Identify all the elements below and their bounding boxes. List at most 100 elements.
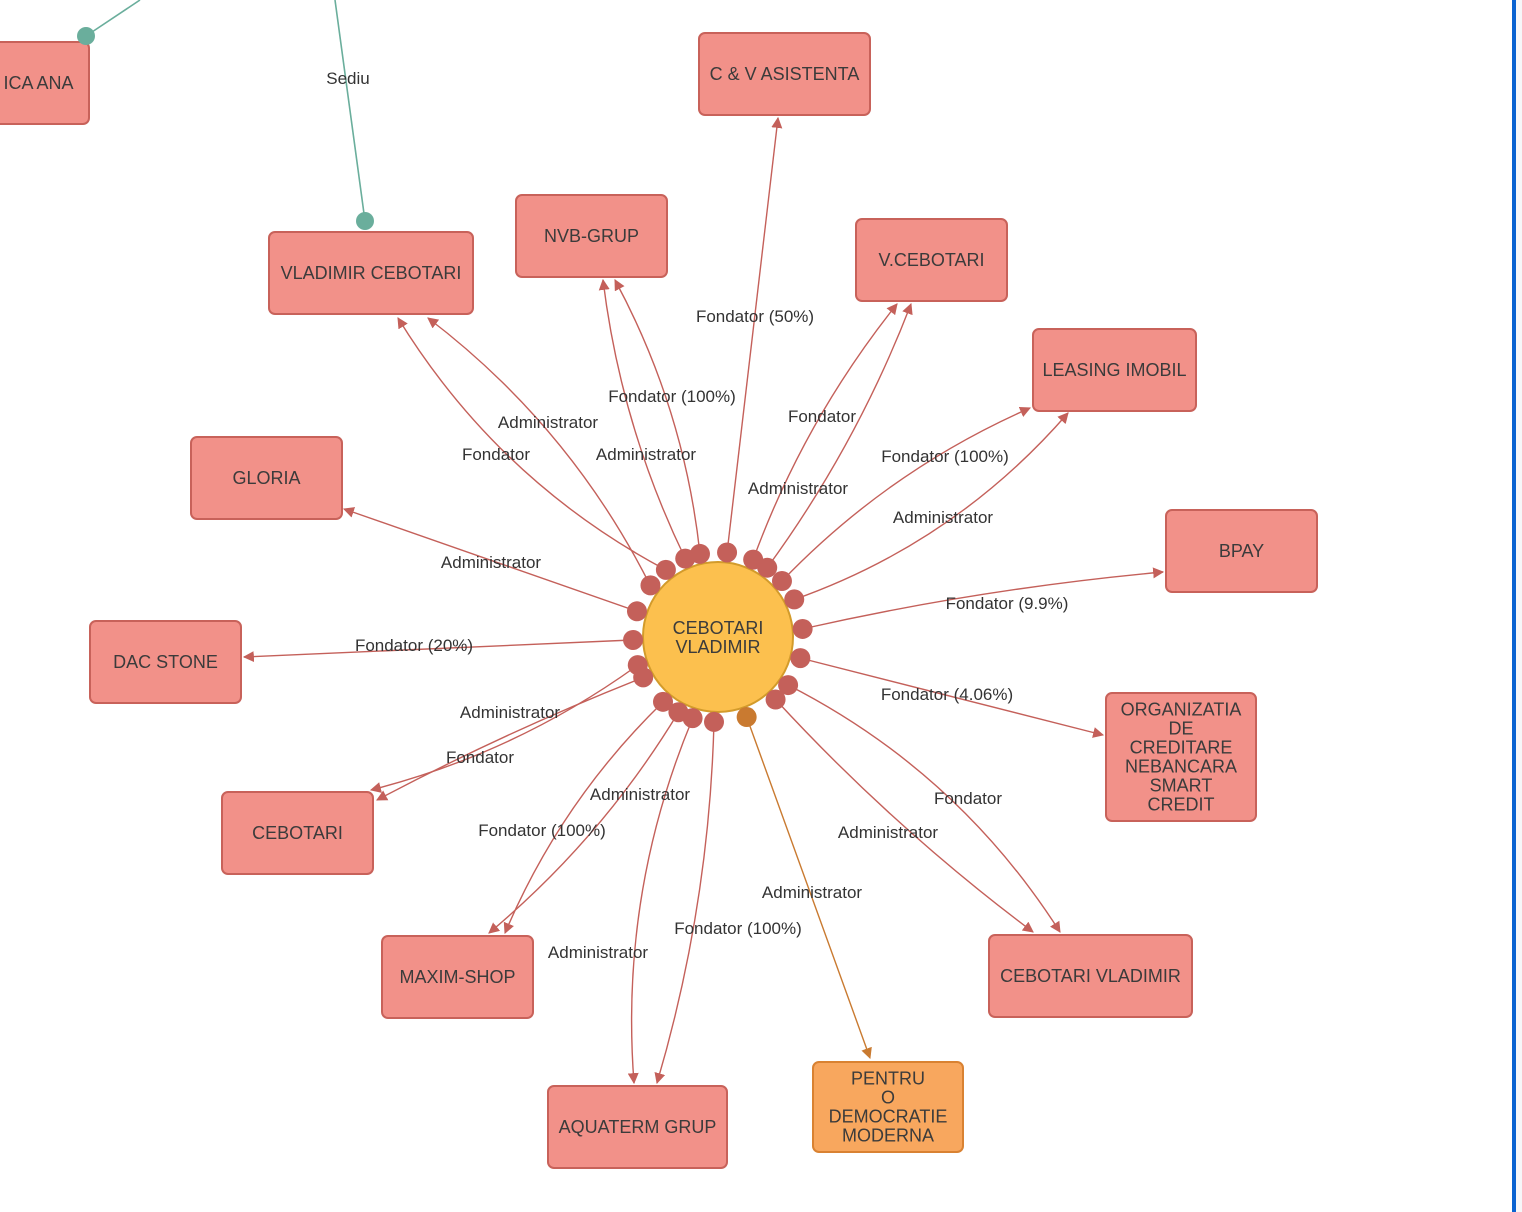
node-dac[interactable]: DAC STONE [89,620,242,704]
node-org[interactable]: ORGANIZATIADECREDITARENEBANCARASMARTCRED… [1105,692,1257,822]
node-box[interactable] [1105,692,1257,822]
node-label: O [881,1088,895,1108]
edge-anchor-dot[interactable] [765,689,786,710]
node-label: ORGANIZATIA [1121,700,1242,720]
node-vlad[interactable]: VLADIMIR CEBOTARI [268,231,474,315]
node-box[interactable] [547,1085,728,1169]
edge-anchor-dot[interactable] [717,542,738,563]
edge-label: Fondator (100%) [881,447,1009,466]
node-box[interactable] [268,231,474,315]
edge-nvb[interactable] [614,279,701,555]
panel-divider[interactable] [1512,0,1516,1212]
edge-anchor-dot[interactable] [757,557,778,578]
edge-maxim[interactable] [488,712,679,934]
edge-anchor-dot[interactable] [640,575,661,596]
edge-cebvlad[interactable] [775,699,1034,933]
edge-leasing[interactable] [792,412,1069,601]
edge-anchor-dot[interactable] [704,711,725,732]
edge-anchor-dot[interactable] [77,27,95,45]
edge-anchor-dot[interactable] [623,629,644,650]
edge-anchor-dot[interactable] [626,601,647,622]
node-label: CREDIT [1148,795,1215,815]
side-panel-edge [1516,0,1522,1212]
node-cebvlad[interactable]: CEBOTARI VLADIMIR [988,934,1193,1018]
edge-anchor-dot[interactable] [633,667,654,688]
edge-vlad[interactable] [397,317,667,571]
address-edge[interactable] [85,0,141,37]
node-box[interactable] [1032,328,1197,412]
edge-ceb[interactable] [376,677,643,801]
node-box[interactable] [988,934,1193,1018]
edge-anchor-dot[interactable] [771,571,792,592]
edge-leasing[interactable] [781,406,1032,582]
edge-label: Administrator [748,479,848,498]
edge-vlad[interactable] [427,317,651,586]
edge-dac[interactable] [242,639,633,663]
edge-anchor-dot[interactable] [356,212,374,230]
edge-ceb[interactable] [369,664,639,793]
node-label: GLORIA [232,468,300,488]
edge-label: Administrator [548,943,648,962]
node-ceb[interactable]: CEBOTARI [221,791,374,875]
edge-anchor-dot[interactable] [778,675,799,696]
node-maxim[interactable]: MAXIM-SHOP [381,935,534,1019]
center-node-label: CEBOTARI [673,618,764,638]
node-label: NEBANCARA [1125,757,1237,777]
edge-anchor-dot[interactable] [653,691,674,712]
node-bpay[interactable]: BPAY [1165,509,1318,593]
edge-label: Fondator (100%) [608,387,736,406]
edge-aqua[interactable] [654,721,715,1085]
edge-label: Administrator [498,413,598,432]
edge-label: Fondator (9.9%) [946,594,1069,613]
node-box[interactable] [515,194,668,278]
edge-vceb[interactable] [766,302,913,569]
node-label: AQUATERM GRUP [559,1117,717,1137]
edge-anchor-dot[interactable] [792,618,813,639]
address-edge[interactable] [334,0,366,222]
nodes-layer: ICA ANA C & V ASISTENTA NVB-GRUP VLADIMIR C… [0,32,1318,1169]
edge-bpay[interactable] [801,567,1165,630]
edge-anchor-dot[interactable] [784,589,805,610]
node-label: CEBOTARI [252,823,343,843]
node-box[interactable] [1165,509,1318,593]
node-leasing[interactable]: LEASING IMOBIL [1032,328,1197,412]
node-box[interactable] [812,1061,964,1153]
edge-gloria[interactable] [342,507,637,612]
node-vceb[interactable]: V.CEBOTARI [855,218,1008,302]
node-aqua[interactable]: AQUATERM GRUP [547,1085,728,1169]
node-gloria[interactable]: GLORIA [190,436,343,520]
edge-anchor-dot[interactable] [668,702,689,723]
edge-anchor-dot[interactable] [689,543,710,564]
node-label: NVB-GRUP [544,226,639,246]
node-box[interactable] [698,32,871,116]
edge-nvb[interactable] [598,278,686,559]
edge-aqua[interactable] [627,719,693,1085]
edge-pentru[interactable] [746,717,872,1060]
node-box[interactable] [221,791,374,875]
edge-cv[interactable] [726,116,783,554]
edge-maxim[interactable] [503,702,663,935]
edge-anchor-dot[interactable] [790,648,811,669]
edge-vceb[interactable] [752,303,898,561]
node-box[interactable] [89,620,242,704]
edge-anchors-layer [77,27,813,732]
node-box[interactable] [0,41,90,125]
node-cv[interactable]: C & V ASISTENTA [698,32,871,116]
edge-label: Fondator [462,445,530,464]
edge-anchor-dot[interactable] [736,707,757,728]
node-ica[interactable]: ICA ANA [0,41,90,125]
node-nvb[interactable]: NVB-GRUP [515,194,668,278]
node-box[interactable] [381,935,534,1019]
edge-anchor-dot[interactable] [655,559,676,580]
edge-label: Administrator [590,785,690,804]
node-box[interactable] [190,436,343,520]
center-node-circle[interactable] [642,561,794,713]
edge-label: Fondator (100%) [674,919,802,938]
node-box[interactable] [855,218,1008,302]
edge-org[interactable] [799,657,1105,738]
edge-cebvlad[interactable] [787,684,1061,933]
edge-label: Fondator (4.06%) [881,685,1013,704]
